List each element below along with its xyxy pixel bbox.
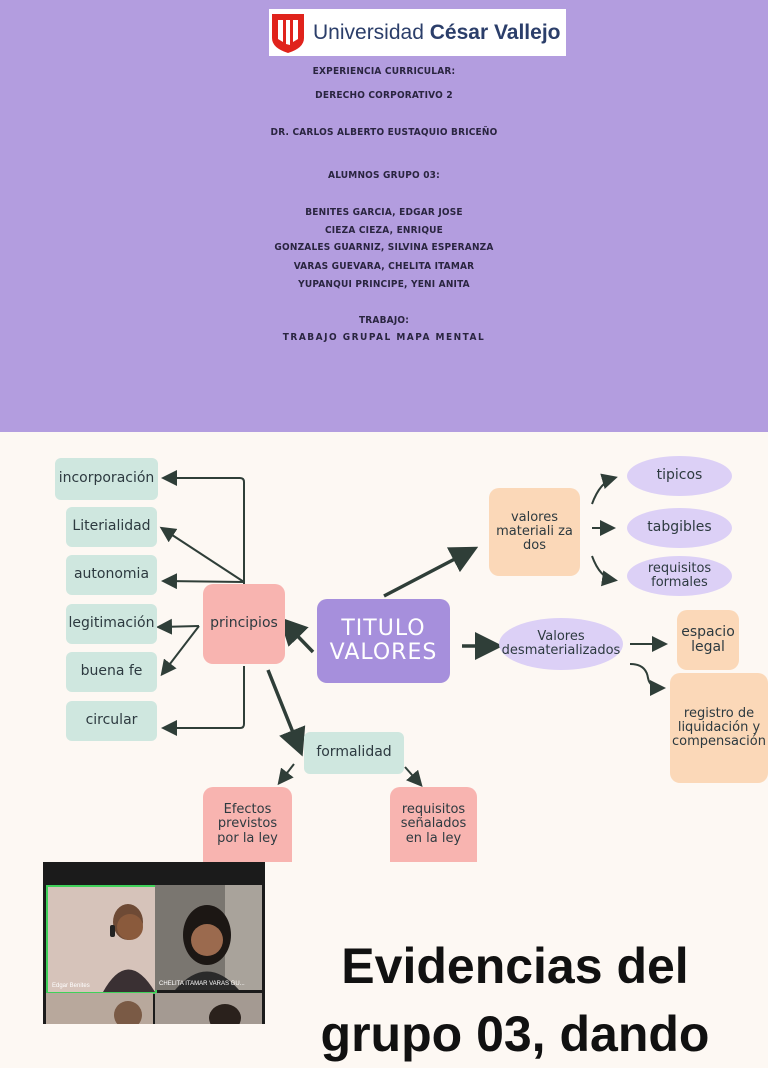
participant-tile: [155, 993, 262, 1024]
student-name: VARAS GUEVARA, CHELITA ITAMAR: [293, 261, 475, 272]
tipicos-node: tipicos: [627, 456, 732, 496]
principle-incorporacion: incorporación: [55, 458, 158, 500]
participant-avatar: [48, 887, 155, 992]
formalidad-node: formalidad: [304, 732, 404, 774]
course-label: EXPERIENCIA CURRICULAR:: [312, 66, 456, 77]
participant-tile: [46, 993, 153, 1024]
students-label: ALUMNOS GRUPO 03:: [328, 170, 440, 181]
principle-buena-fe: buena fe: [66, 652, 157, 692]
formalidad-requisitos: requisitos señalados en la ley: [390, 787, 477, 862]
participant-name: Edgar Benites: [52, 983, 90, 989]
course-name: DERECHO CORPORATIVO 2: [315, 90, 453, 101]
participant-avatar: [209, 1004, 241, 1024]
principle-autonomia: autonomia: [66, 555, 157, 595]
formalidad-efectos: Efectos previstos por la ley: [203, 787, 292, 862]
requisitos-formales-node: requisitos formales: [627, 556, 732, 596]
professor-name: DR. CARLOS ALBERTO EUSTAQUIO BRICEÑO: [270, 127, 498, 138]
registro-liquidacion-node: registro de liquidación y compensación: [670, 673, 768, 783]
university-logo: Universidad César Vallejo: [269, 9, 566, 56]
principle-circular: circular: [66, 701, 157, 741]
valores-desmaterializados-node: Valores desmaterializados: [499, 618, 623, 670]
participant-avatar: [114, 1001, 142, 1024]
student-name: BENITES GARCIA, EDGAR JOSE: [305, 207, 463, 218]
student-name: GONZALES GUARNIZ, SILVINA ESPERANZA: [274, 242, 494, 253]
mind-map: incorporación Literialidad autonomia leg…: [0, 432, 768, 862]
tangibles-node: tabgibles: [627, 508, 732, 548]
participant-tile: Edgar Benites: [46, 885, 157, 994]
espacio-legal-node: espacio legal: [677, 610, 739, 670]
mind-map-connectors: [156, 470, 668, 787]
valores-materializados-node: valores materiali za dos: [489, 488, 580, 576]
student-name: YUPANQUI PRINCIPE, YENI ANITA: [298, 279, 470, 290]
student-name: CIEZA CIEZA, ENRIQUE: [324, 225, 444, 236]
central-title-node: TITULO VALORES: [317, 599, 450, 683]
work-label: TRABAJO:: [358, 315, 410, 326]
participant-name: CHELITA ITAMAR VARAS GU...: [159, 981, 245, 987]
principle-legitimacion: legitimación: [66, 604, 157, 644]
evidence-section: Edgar Benites CHELITA ITAMAR VARAS GU...…: [0, 862, 768, 1062]
cover-page: Universidad César Vallejo EXPERIENCIA CU…: [0, 0, 768, 432]
principios-node: principios: [203, 584, 285, 664]
participant-tile: CHELITA ITAMAR VARAS GU...: [155, 885, 262, 990]
logo-text-regular: Universidad: [313, 20, 424, 44]
work-title: TRABAJO GRUPAL MAPA MENTAL: [282, 332, 486, 343]
ucv-shield-icon: [272, 13, 304, 53]
logo-text-bold: César Vallejo: [429, 20, 561, 44]
video-call-screenshot: Edgar Benites CHELITA ITAMAR VARAS GU...: [43, 862, 265, 1024]
participant-avatar: [155, 885, 262, 990]
principle-literalidad: Literialidad: [66, 507, 157, 547]
evidence-heading: Evidencias del grupo 03, dando: [320, 938, 710, 1062]
